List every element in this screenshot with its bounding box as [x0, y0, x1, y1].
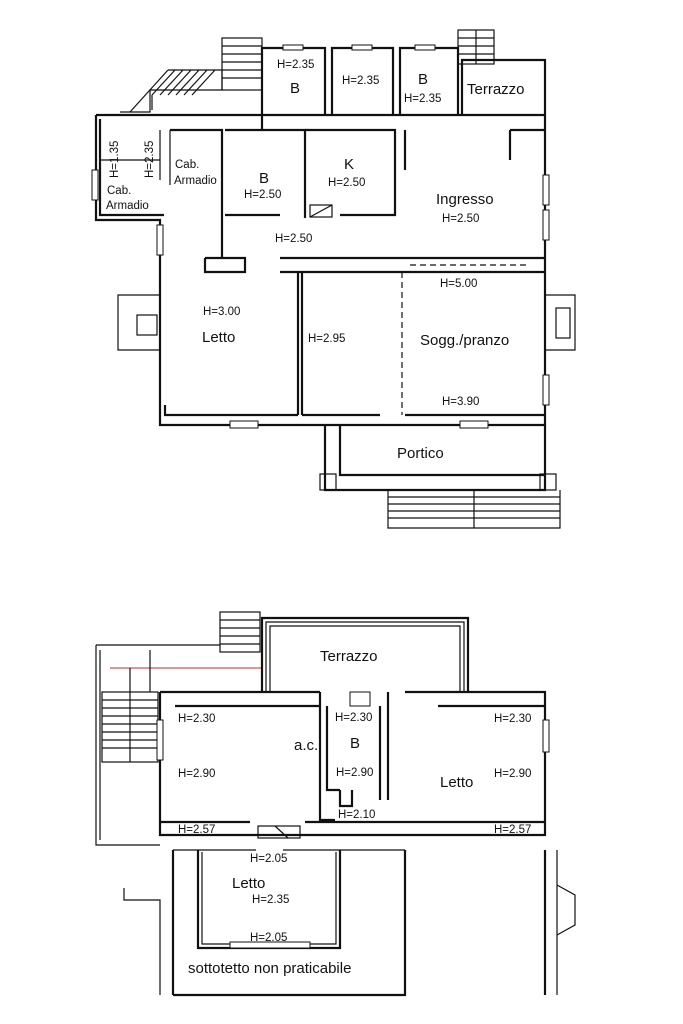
bath-left-height: H=2.35 [277, 59, 314, 71]
hall-height: H=2.10 [338, 809, 375, 821]
attic-bedroom-h3: H=2.05 [250, 932, 287, 944]
kitchen-height: H=2.50 [328, 177, 365, 189]
middle-room-height: H=2.95 [308, 333, 345, 345]
entrance-name: Ingresso [436, 191, 494, 208]
exterior-stairs-upper [95, 611, 262, 846]
ground-outer-walls [91, 113, 576, 429]
bath-left-name: B [290, 80, 300, 97]
bedroom-height: H=3.00 [203, 306, 240, 318]
bath-right-name: B [418, 71, 428, 88]
upper-outer-walls [156, 690, 550, 837]
closet-small-h1: H=1.35 [109, 141, 121, 178]
attic-bedroom-h1: H=2.05 [250, 853, 287, 865]
living-height: H=3.90 [442, 396, 479, 408]
kitchen-name: K [344, 156, 354, 173]
left-h3: H=2.57 [178, 824, 215, 836]
bedroom-name: Letto [202, 329, 235, 346]
ground-labels: H=2.35 B H=2.35 B H=2.35 Terrazzo H=1.35… [106, 59, 525, 462]
terrace-upper [260, 616, 470, 692]
closets [100, 130, 171, 185]
left-h2: H=2.90 [178, 768, 215, 780]
terrace-ground-name: Terrazzo [467, 81, 525, 98]
living-name: Sogg./pranzo [420, 332, 509, 349]
upper-labels: Terrazzo H=2.30 H=2.90 H=2.57 a.c. H=2.3… [178, 648, 531, 977]
terrace-ground [457, 29, 547, 115]
porch-name: Portico [397, 445, 444, 462]
attic-bedroom-h2: H=2.35 [252, 894, 289, 906]
mid-upper-height: H=2.35 [342, 75, 379, 87]
attic-name: sottotetto non praticabile [188, 960, 351, 977]
ac-name: a.c. [294, 737, 318, 754]
upper-strip-walls [260, 44, 460, 115]
bedroom-right-name: Letto [440, 774, 473, 791]
bedroom-right-h3: H=2.57 [494, 824, 531, 836]
closet-small-h2: H=2.35 [144, 141, 156, 178]
bath-right-height: H=2.35 [404, 93, 441, 105]
bedroom-right-h2: H=2.90 [494, 768, 531, 780]
closet-small-line1: Cab. [107, 185, 131, 197]
ground-interior-walls [163, 115, 545, 417]
entrance-height: H=2.50 [442, 213, 479, 225]
bath-upper-height-top: H=2.30 [335, 712, 372, 724]
bath-center-name: B [259, 170, 269, 187]
exterior-stairs-ground [120, 37, 263, 113]
closet-small-line2: Armadio [106, 200, 149, 212]
bath-upper-name: B [350, 735, 360, 752]
ground-floor: H=2.35 B H=2.35 B H=2.35 Terrazzo H=1.35… [91, 29, 576, 529]
terrace-upper-name: Terrazzo [320, 648, 378, 665]
living-dash-height: H=5.00 [440, 278, 477, 290]
corridor-height: H=2.50 [275, 233, 312, 245]
attic-walls [123, 849, 576, 997]
left-h1: H=2.30 [178, 713, 215, 725]
upper-interior-walls [160, 692, 545, 839]
bath-center-height: H=2.50 [244, 189, 281, 201]
bedroom-right-h1: H=2.30 [494, 713, 531, 725]
closet-large-line2: Armadio [174, 175, 217, 187]
porch-area [319, 425, 561, 529]
attic-bedroom-name: Letto [232, 875, 265, 892]
upper-floor: Terrazzo H=2.30 H=2.90 H=2.57 a.c. H=2.3… [95, 611, 576, 997]
bath-upper-height: H=2.90 [336, 767, 373, 779]
closet-large-line1: Cab. [175, 159, 199, 171]
